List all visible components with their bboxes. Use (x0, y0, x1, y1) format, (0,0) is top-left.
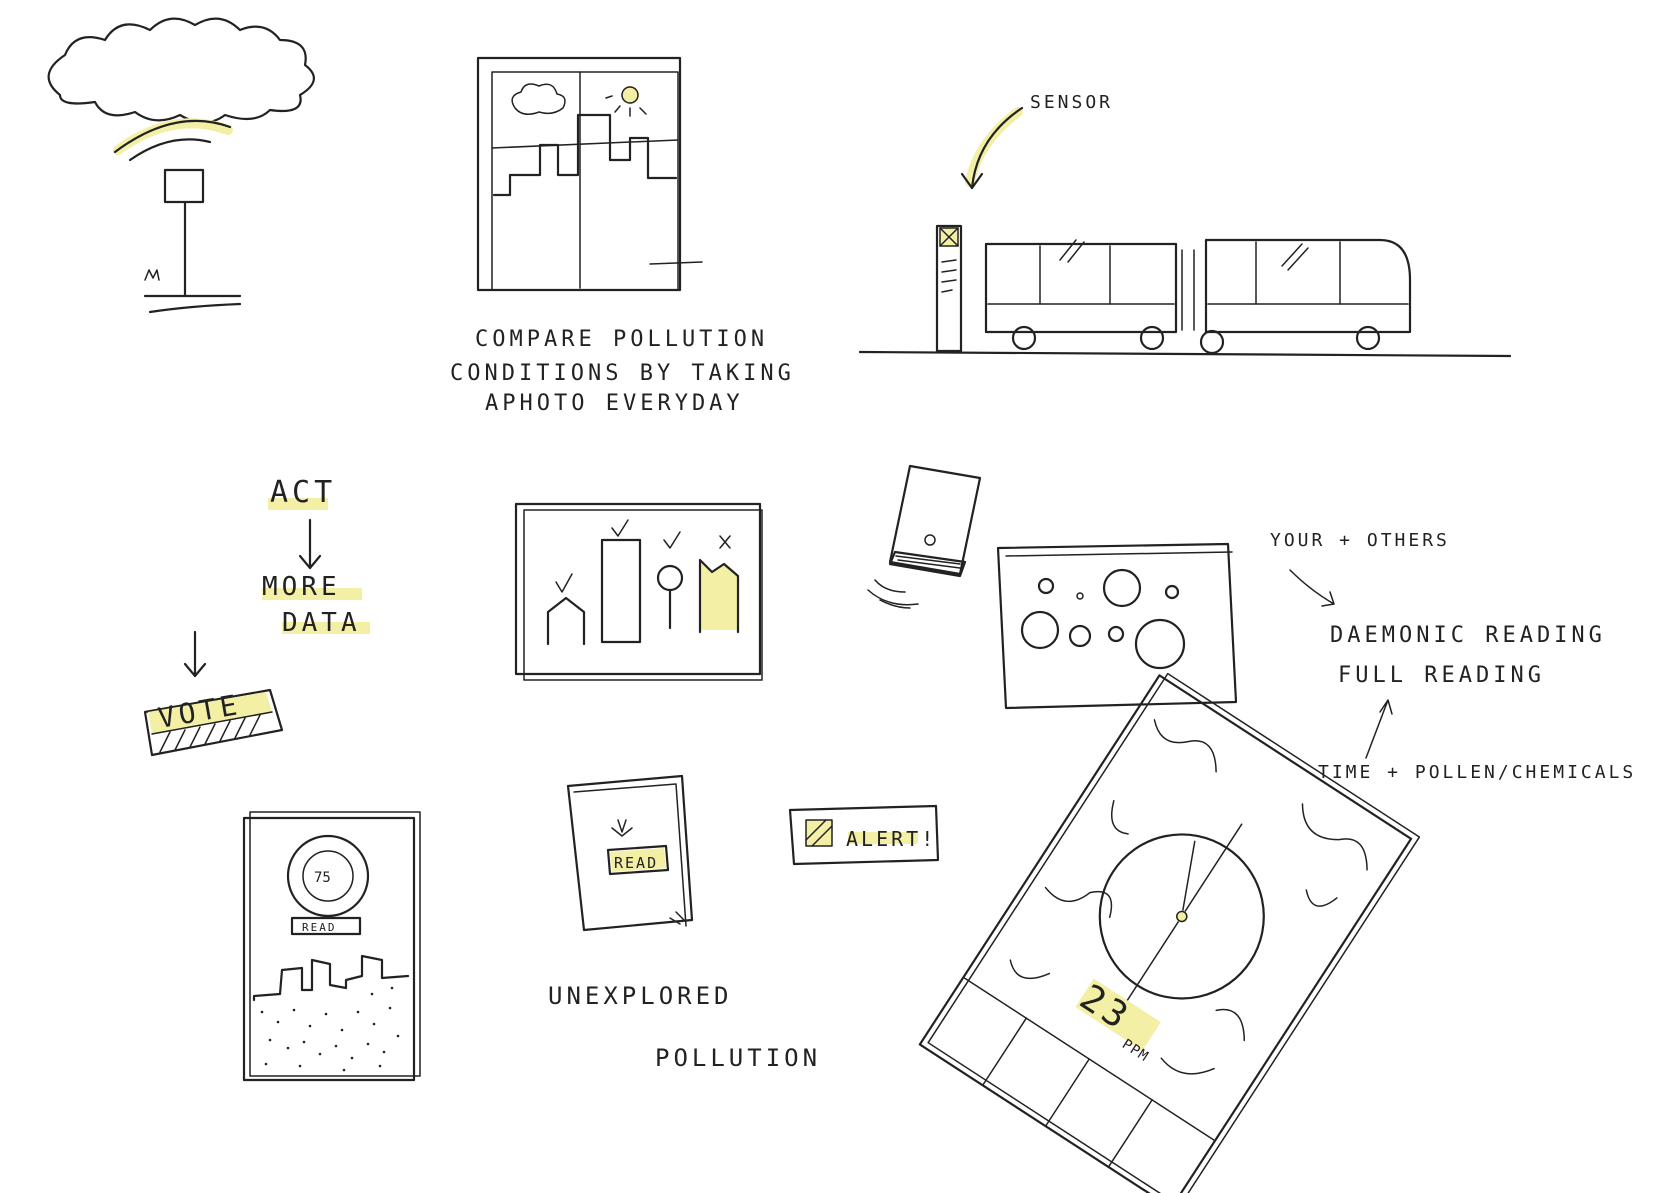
daemonic-reading-label: DAEMONIC READING (1330, 623, 1606, 648)
bubble-reading-panel (996, 542, 1238, 710)
reading-notes: YOUR + OTHERS DAEMONIC READING FULL READ… (1270, 530, 1636, 783)
read-card-sketch: READ (566, 774, 694, 932)
full-reading-label: FULL READING (1338, 663, 1545, 688)
sun-icon (621, 86, 639, 104)
photo-frame-sketch (476, 56, 703, 292)
tilted-phone-map-sketch: 23 PPM (918, 672, 1421, 1193)
act-label: ACT (270, 475, 336, 510)
alert-box[interactable]: ALERT! (788, 804, 940, 866)
cloud-icon (511, 83, 566, 115)
cloud-icon (47, 17, 315, 124)
vote-panel-sketch (514, 502, 763, 681)
building-icon (600, 538, 642, 644)
your-others-label: YOUR + OTHERS (1270, 530, 1450, 551)
read-button-label: READ (614, 854, 658, 872)
factory-icon (698, 558, 740, 634)
read-small-button[interactable] (290, 916, 362, 936)
tram-car-1 (984, 242, 1178, 334)
compare-caption-line3: APHOTO EVERYDAY (485, 391, 744, 416)
house-icon (546, 596, 586, 646)
handheld-sensor-sketch (867, 464, 982, 609)
tram-car-2 (1204, 238, 1412, 334)
alert-icon (805, 819, 833, 847)
sensor-pole (935, 224, 963, 353)
sensor-tram-sketch (858, 106, 1512, 358)
more-label: MORE (262, 572, 341, 602)
read-button[interactable] (606, 844, 670, 876)
vote-label: VOTE (155, 688, 243, 735)
antenna-sensor-box (163, 168, 205, 204)
phone-gauge-sketch: 75 READ (242, 811, 421, 1082)
vote-button[interactable]: VOTE (143, 688, 284, 757)
gauge-value: 75 (314, 870, 331, 886)
unexplored-label: UNEXPLORED (548, 982, 733, 1010)
gauge-dial (302, 850, 354, 902)
alert-label: ALERT! (846, 827, 936, 851)
read-small-label: READ (302, 921, 337, 934)
city-skyline (252, 954, 410, 1002)
act-flow-sketch: ACT MORE DATA (183, 475, 370, 678)
sensor-label: SENSOR (1030, 92, 1113, 113)
time-pollen-label: TIME + POLLEN/CHEMICALS (1318, 762, 1636, 783)
tree-icon (656, 564, 684, 592)
cloud-antenna-sketch (47, 17, 315, 314)
compare-caption-line2: CONDITIONS BY TAKING (450, 361, 795, 386)
compare-caption-line1: COMPARE POLLUTION (475, 327, 768, 352)
data-label: DATA (282, 608, 361, 638)
city-skyline (492, 113, 678, 197)
pollution-label: POLLUTION (655, 1044, 821, 1072)
